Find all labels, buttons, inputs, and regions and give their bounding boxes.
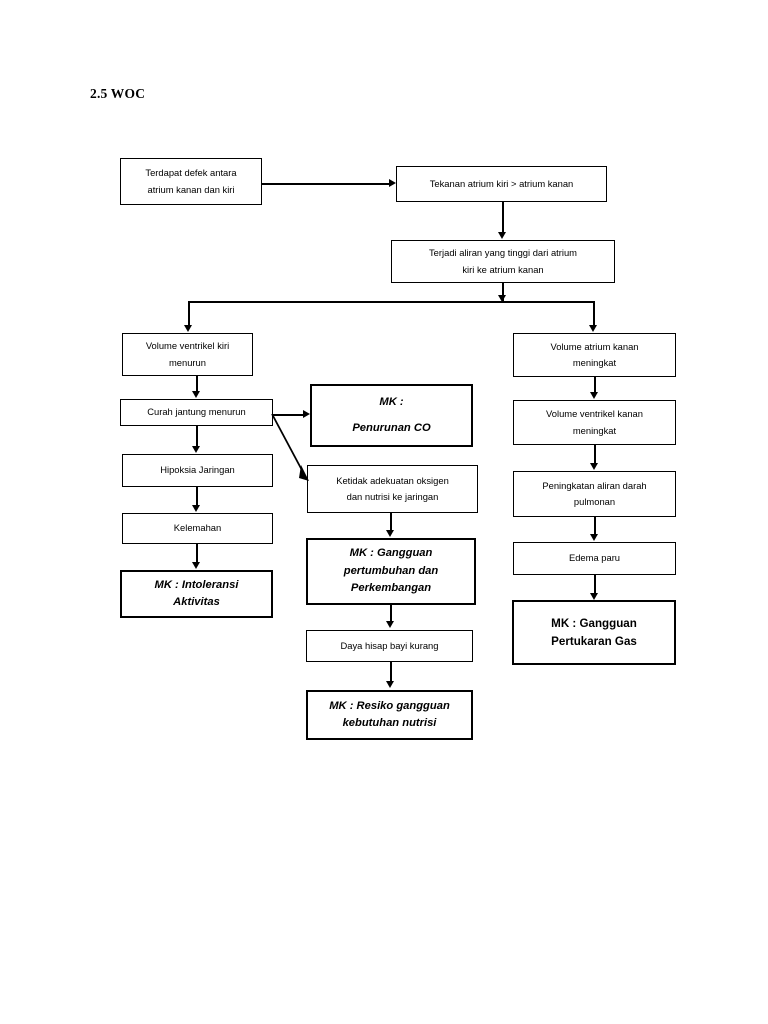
node-peningkatan-aliran-darah: Peningkatan aliran darah pulmonan xyxy=(513,471,676,517)
edge-n7-n8-line xyxy=(196,544,198,563)
edge-split-n4-line xyxy=(188,301,190,326)
node-mk-penurunan-co: MK : Penurunan CO xyxy=(310,384,473,447)
edge-n7-n8-arrowhead xyxy=(192,562,200,569)
node-label: Ketidak adekuatan oksigen dan nutrisi ke… xyxy=(336,474,449,502)
edge-n6-n7-arrowhead xyxy=(192,505,200,512)
edge-n11-n12-arrowhead xyxy=(386,621,394,628)
node-terdapat-defek: Terdapat defek antara atrium kanan dan k… xyxy=(120,158,262,205)
edge-n14-n15-arrowhead xyxy=(590,392,598,399)
edge-n10-n11-line xyxy=(390,513,392,530)
node-volume-ventrikel-kiri: Volume ventrikel kiri menurun xyxy=(122,333,253,376)
node-mk-intoleransi-aktivitas: MK : Intoleransi Aktivitas xyxy=(120,570,273,618)
node-tekanan-atrium-kiri: Tekanan atrium kiri > atrium kanan xyxy=(396,166,607,202)
edge-n15-n16-arrowhead xyxy=(590,463,598,470)
edge-n4-n5-line xyxy=(196,376,198,392)
node-curah-jantung-menurun: Curah jantung menurun xyxy=(120,399,273,426)
edge-n5-n9-arrowhead xyxy=(303,410,310,418)
node-volume-atrium-kanan: Volume atrium kanan meningkat xyxy=(513,333,676,377)
node-label: Volume ventrikel kanan meningkat xyxy=(546,408,643,436)
node-label: Volume atrium kanan meningkat xyxy=(550,340,639,368)
edge-n5-n6-arrowhead xyxy=(192,446,200,453)
node-label: Daya hisap bayi kurang xyxy=(340,639,439,651)
node-label: Hipoksia Jaringan xyxy=(160,464,235,476)
node-label: Kelemahan xyxy=(173,522,222,534)
edge-n16-n17-arrowhead xyxy=(590,534,598,541)
edge-n11-n12-line xyxy=(390,605,392,622)
edge-n16-n17-line xyxy=(594,517,596,535)
node-mk-resiko-gangguan-nutrisi: MK : Resiko gangguan kebutuhan nutrisi xyxy=(306,690,473,740)
edge-n15-n16-line xyxy=(594,445,596,464)
node-mk-gangguan-pertumbuhan: MK : Gangguan pertumbuhan dan Perkembang… xyxy=(306,538,476,605)
edge-split-bar xyxy=(188,301,594,303)
node-label: Tekanan atrium kiri > atrium kanan xyxy=(429,177,574,189)
node-ketidak-adekuatan-oksigen: Ketidak adekuatan oksigen dan nutrisi ke… xyxy=(307,465,478,513)
node-kelemahan: Kelemahan xyxy=(122,513,273,544)
node-label: MK : Intoleransi Aktivitas xyxy=(154,578,239,608)
edge-split-n4-arrowhead xyxy=(184,325,192,332)
node-label: MK : Gangguan Pertukaran Gas xyxy=(551,617,637,648)
node-edema-paru: Edema paru xyxy=(513,542,676,575)
edge-n17-n18-line xyxy=(594,575,596,594)
node-volume-ventrikel-kanan: Volume ventrikel kanan meningkat xyxy=(513,400,676,445)
edge-n14-n15-line xyxy=(594,377,596,393)
page-title: 2.5 WOC xyxy=(90,86,146,101)
node-label: Terjadi aliran yang tinggi dari atrium k… xyxy=(429,247,577,275)
node-mk-gangguan-pertukaran-gas: MK : Gangguan Pertukaran Gas xyxy=(512,600,676,665)
node-label: Volume ventrikel kiri menurun xyxy=(145,340,230,368)
edge-n5-n10-diagonal xyxy=(271,413,309,481)
node-label: MK : Resiko gangguan kebutuhan nutrisi xyxy=(329,699,450,729)
node-label: Terdapat defek antara atrium kanan dan k… xyxy=(145,167,237,195)
edge-n17-n18-arrowhead xyxy=(590,593,598,600)
node-hipoksia-jaringan: Hipoksia Jaringan xyxy=(122,454,273,487)
node-label: Curah jantung menurun xyxy=(147,406,246,418)
node-terjadi-aliran-tinggi: Terjadi aliran yang tinggi dari atrium k… xyxy=(391,240,615,283)
edge-n3-split-center-arrowhead xyxy=(498,295,506,302)
edge-n6-n7-line xyxy=(196,487,198,506)
node-daya-hisap-bayi-kurang: Daya hisap bayi kurang xyxy=(306,630,473,662)
node-label: MK : Gangguan pertumbuhan dan Perkembang… xyxy=(343,547,439,595)
edge-n1-n2-arrowhead xyxy=(389,179,396,187)
edge-n1-n2-line xyxy=(262,183,390,185)
edge-n12-n13-arrowhead xyxy=(386,681,394,688)
edge-n3-split-stem xyxy=(502,283,504,302)
edge-split-n14-arrowhead xyxy=(589,325,597,332)
node-label: MK : Penurunan CO xyxy=(352,395,431,434)
edge-split-n14-line xyxy=(593,301,595,326)
edge-n5-n6-line xyxy=(196,426,198,447)
edge-n4-n5-arrowhead xyxy=(192,391,200,398)
edge-n10-n11-arrowhead xyxy=(386,530,394,537)
edge-n5-n9-line xyxy=(273,414,304,416)
node-label: Edema paru xyxy=(568,552,621,564)
edge-n2-n3-line xyxy=(502,202,504,233)
edge-n2-n3-arrowhead xyxy=(498,232,506,239)
edge-n12-n13-line xyxy=(390,662,392,682)
node-label: Peningkatan aliran darah pulmonan xyxy=(542,479,647,507)
